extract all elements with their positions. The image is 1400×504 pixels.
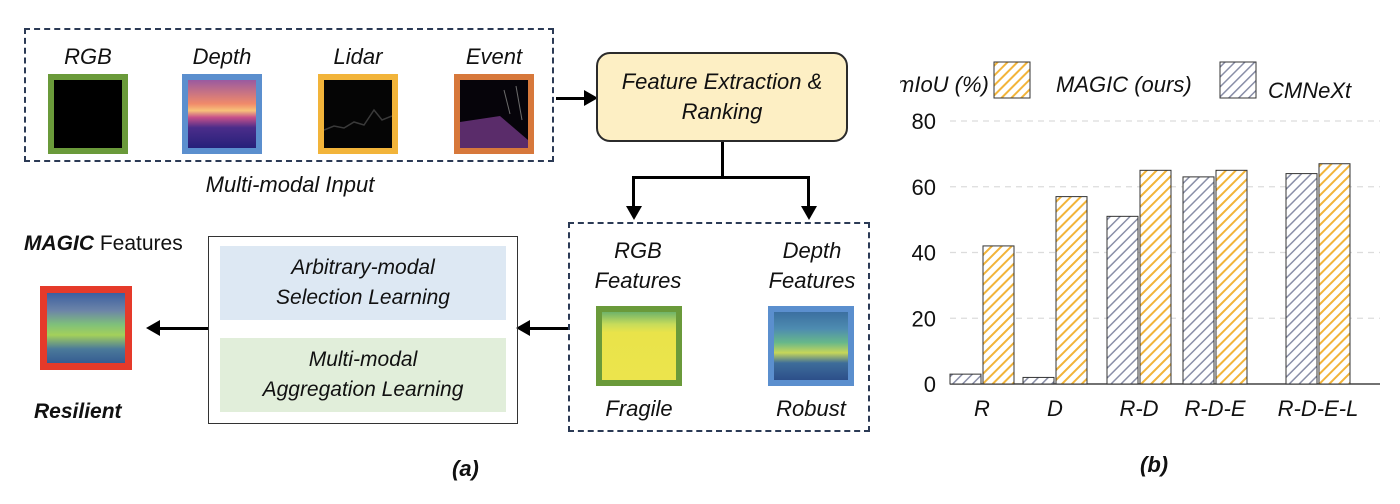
learning-box [208,236,518,424]
features-box [568,222,870,432]
bar-cmnext-r-d [1106,215,1139,385]
panel-a-caption: (a) [452,456,479,481]
input-label-lidar: Lidar [333,44,383,69]
rgb-input-image [48,74,128,154]
y-tick-label: 80 [912,109,936,134]
y-tick-label: 40 [912,241,936,266]
y-tick-label: 20 [912,306,936,331]
arrow-head-icon [146,320,160,336]
depth-feature-map [768,306,854,386]
robust-label: Robust [776,396,846,421]
input-label-depth: Depth [192,44,252,69]
depth-input-image [182,74,262,154]
multimodal-input-caption: Multi-modal Input [205,172,375,197]
y-tick-label: 0 [924,372,936,397]
bar-magic-r [982,245,1015,385]
input-label-rgb: RGB [64,44,112,69]
depth-features-label: Depth Features [768,238,856,293]
y-tick-label: 60 [912,175,936,200]
arrow-head-icon [801,206,817,220]
legend-label-magic: MAGIC (ours) [1056,72,1192,97]
arrow-input-to-extraction [556,97,586,100]
selection-learning-box: Arbitrary-modal Selection Learning [220,246,506,320]
lidar-input-image [318,74,398,154]
rgb-features-label: RGB Features [594,238,682,293]
y-axis-label: mIoU (%) [900,72,989,97]
resilient-label: Resilient [34,400,122,423]
aggregation-learning-label: Multi-modal Aggregation Learning [262,348,464,401]
arrow-to-depth-features [807,176,810,208]
magic-bold-label: MAGIC [24,232,94,255]
feature-extraction-label: Feature Extraction & Ranking [621,69,823,124]
bar-magic-r-d-e-l [1318,163,1351,385]
legend-label-cmnext: CMNeXt [1268,78,1352,103]
arrow-features-to-learning [530,327,568,330]
arrow-to-rgb-features [632,176,635,208]
multimodal-input-box [24,28,554,162]
bar-magic-d [1055,196,1088,385]
x-category-label: R-D-E-L [1278,396,1359,421]
arrow-head-icon [626,206,642,220]
x-category-label: R [974,396,990,421]
input-label-event: Event [465,44,523,69]
legend-swatch-magic [993,61,1031,99]
x-category-label: D [1047,396,1063,421]
x-category-label: R-D [1119,396,1158,421]
event-input-image [454,74,534,154]
bar-cmnext-r [949,373,982,385]
x-category-label: R-D-E [1184,396,1245,421]
rgb-feature-map [596,306,682,386]
magic-feature-map [40,286,132,370]
bar-cmnext-r-d-e [1182,176,1215,385]
arrow-head-icon [584,90,598,106]
legend-swatch-cmnext [1219,61,1257,99]
feature-extraction-box: Feature Extraction & Ranking [596,52,848,142]
arrow-head-icon [516,320,530,336]
panel-b-caption: (b) [1140,452,1168,477]
magic-rest-label: Features [94,232,183,255]
arrow-learning-to-output [160,327,208,330]
arrow-branch [632,176,810,179]
aggregation-learning-box: Multi-modal Aggregation Learning [220,338,506,412]
arrow-stem [721,142,724,178]
fragile-label: Fragile [605,396,673,421]
miou-bar-chart: 0 20 40 60 80 R D R-D R-D-E R-D-E-L mIoU (%) MAG… [900,61,1380,477]
bar-magic-r-d-e [1215,169,1248,385]
selection-learning-label: Arbitrary-modal Selection Learning [276,256,450,309]
magic-features-title: MAGIC Features [24,232,183,256]
bar-cmnext-d [1022,376,1055,385]
bar-cmnext-r-d-e-l [1285,173,1318,385]
bar-magic-r-d [1139,169,1172,385]
